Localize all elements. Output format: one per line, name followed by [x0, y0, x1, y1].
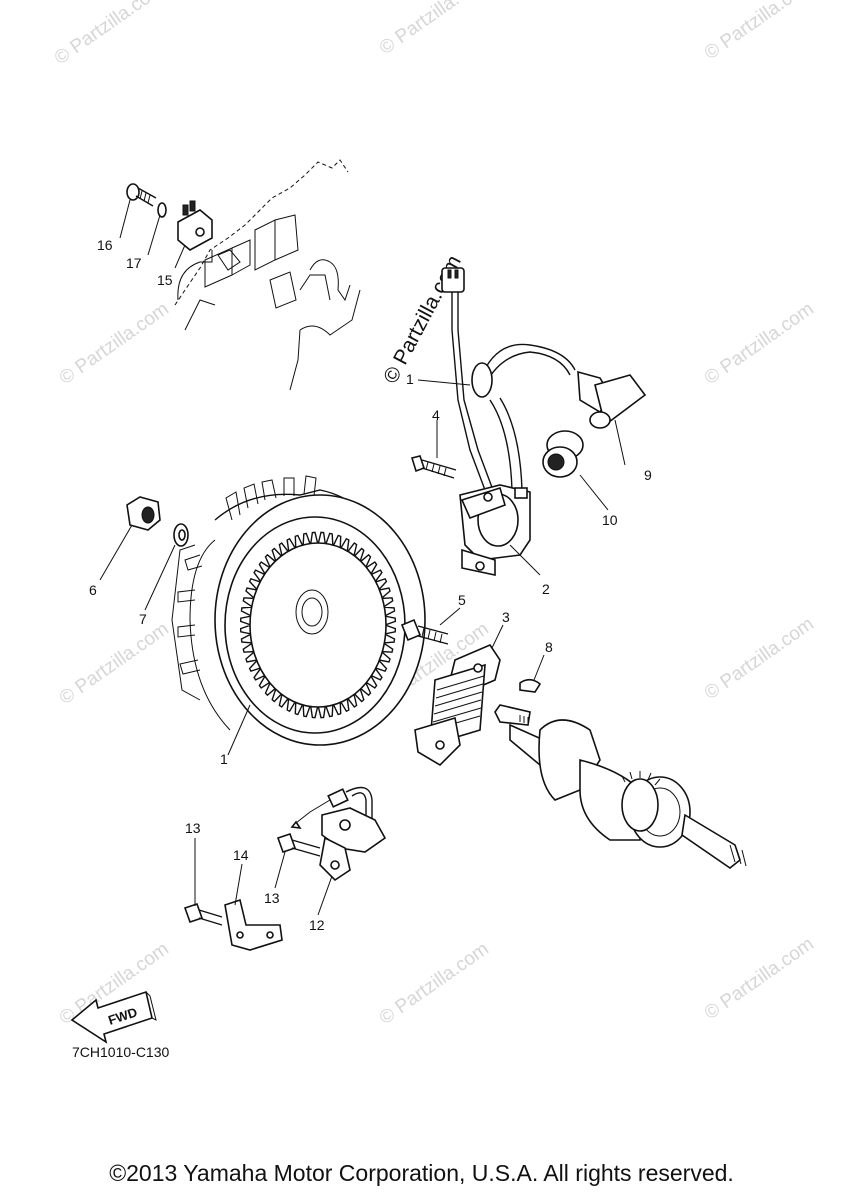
callout-2: 2 [542, 581, 550, 597]
callout-1-wire: 1 [406, 371, 414, 387]
callout-1-flywheel: 1 [220, 751, 228, 767]
callout-9: 9 [644, 467, 652, 483]
part-7-washer [173, 523, 189, 547]
part-14-bracket [224, 898, 283, 951]
watermark: © Partzilla.com [56, 298, 173, 389]
callout-17: 17 [126, 255, 142, 271]
callout-12: 12 [309, 917, 325, 933]
figure-code: 7CH1010-C130 [72, 1044, 170, 1060]
copyright-notice: ©2013 Yamaha Motor Corporation, U.S.A. A… [109, 1160, 734, 1186]
crankshaft [494, 704, 747, 869]
part-16-bolt [126, 183, 157, 207]
part-6-nut [126, 496, 161, 531]
fwd-arrow-icon: FWD [70, 990, 157, 1044]
callout-5: 5 [458, 592, 466, 608]
part-1-flywheel [171, 475, 426, 746]
callout-7: 7 [139, 611, 147, 627]
callout-6: 6 [89, 582, 97, 598]
part-4-bolt [410, 455, 457, 479]
callout-10: 10 [602, 512, 618, 528]
part-5-bolt [400, 618, 449, 645]
callout-3: 3 [502, 609, 510, 625]
watermark: © Partzilla.com [701, 613, 818, 704]
callout-15: 15 [157, 272, 173, 288]
watermark-layer: © Partzilla.com © Partzilla.com © Partzi… [51, 0, 818, 1029]
watermark: © Partzilla.com [701, 0, 818, 64]
part-8-key [519, 678, 542, 693]
leader-lines [99, 199, 626, 916]
part-10-grommet [542, 430, 584, 478]
part-13-bolt [276, 832, 321, 857]
part-12-pulser-coil [290, 786, 387, 882]
watermark: © Partzilla.com [51, 0, 168, 69]
callout-4: 4 [432, 407, 440, 423]
part-2-ignition-coil [441, 267, 576, 576]
callout-13-lower: 13 [264, 890, 280, 906]
watermark: © Partzilla.com [56, 618, 173, 709]
engine-case-outline [174, 159, 361, 391]
part-17-washer [157, 202, 167, 218]
callout-labels: 16 17 15 1 4 9 10 6 2 5 7 3 8 1 13 14 13… [89, 237, 652, 933]
part-9-spark-plug-cap [577, 370, 647, 429]
watermark: © Partzilla.com [701, 298, 818, 389]
part-3-charge-coil [414, 644, 501, 767]
callout-16: 16 [97, 237, 113, 253]
callout-13-upper: 13 [185, 820, 201, 836]
callout-14: 14 [233, 847, 249, 863]
watermark: © Partzilla.com [701, 933, 818, 1024]
part-15-sensor [177, 200, 213, 251]
callout-8: 8 [545, 639, 553, 655]
watermark: © Partzilla.com [376, 938, 493, 1029]
part-13-bolt [183, 902, 223, 926]
watermark: © Partzilla.com [376, 0, 493, 59]
